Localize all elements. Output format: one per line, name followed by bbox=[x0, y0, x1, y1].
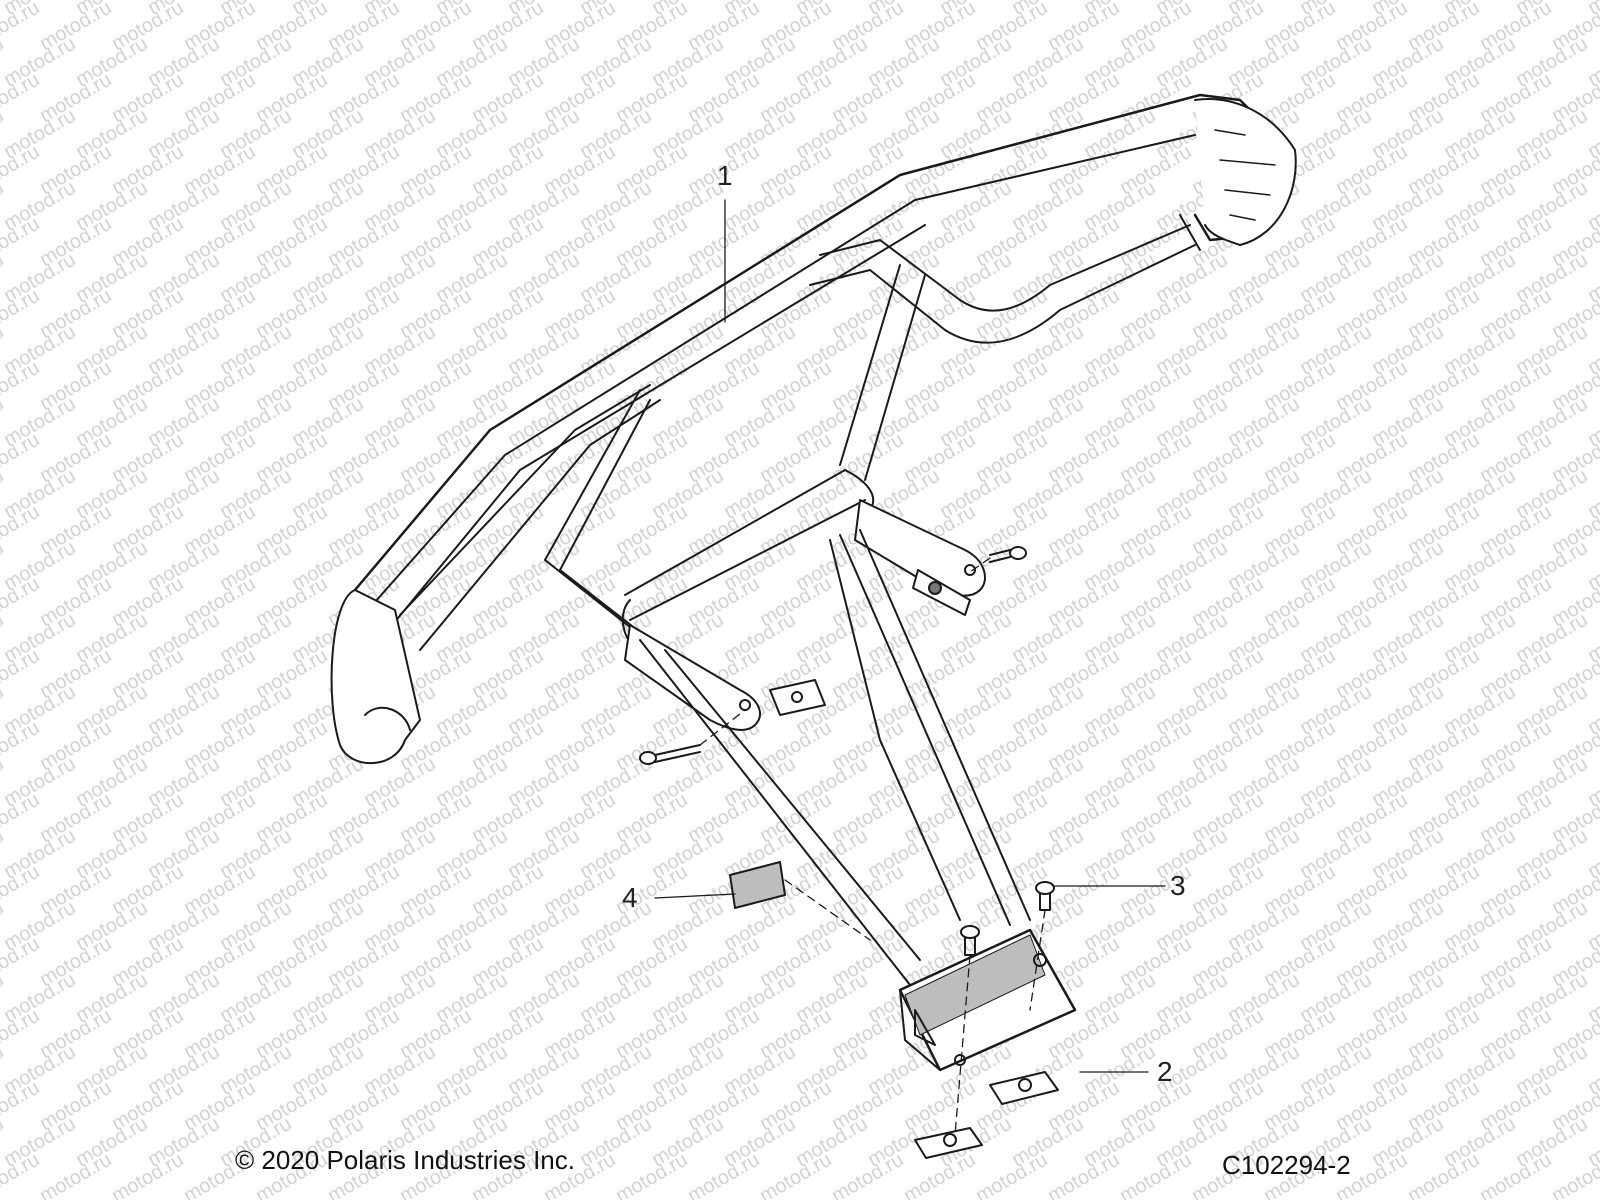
nut-plate-right bbox=[912, 569, 971, 616]
bumper-top-tube bbox=[330, 93, 1297, 765]
decal-item-4 bbox=[729, 861, 786, 909]
nut-plate-left bbox=[769, 679, 826, 716]
callout-2: 2 bbox=[1157, 1056, 1173, 1087]
bolt-right bbox=[989, 546, 1027, 563]
nut-plate-item-2 bbox=[989, 1071, 1059, 1105]
callout-3: 3 bbox=[1170, 870, 1186, 901]
nut-plate-bottom bbox=[914, 1127, 983, 1159]
left-down-tubes bbox=[399, 384, 661, 651]
diagram-id: C102294-2 bbox=[1222, 1150, 1351, 1180]
copyright-text: © 2020 Polaris Industries Inc. bbox=[235, 1145, 575, 1175]
lower-v-frame bbox=[639, 529, 1031, 986]
bottom-bracket bbox=[898, 928, 1077, 1072]
assembly-lines bbox=[699, 557, 1046, 1136]
callout-4: 4 bbox=[622, 882, 638, 913]
leader-lines bbox=[654, 199, 1166, 1073]
center-posts bbox=[621, 264, 926, 651]
callout-1: 1 bbox=[717, 160, 733, 191]
bolt-left bbox=[639, 744, 701, 765]
bolt-center bbox=[960, 925, 980, 956]
bolt-item-3 bbox=[1035, 881, 1055, 911]
bumper-rear-tube bbox=[809, 214, 1201, 344]
